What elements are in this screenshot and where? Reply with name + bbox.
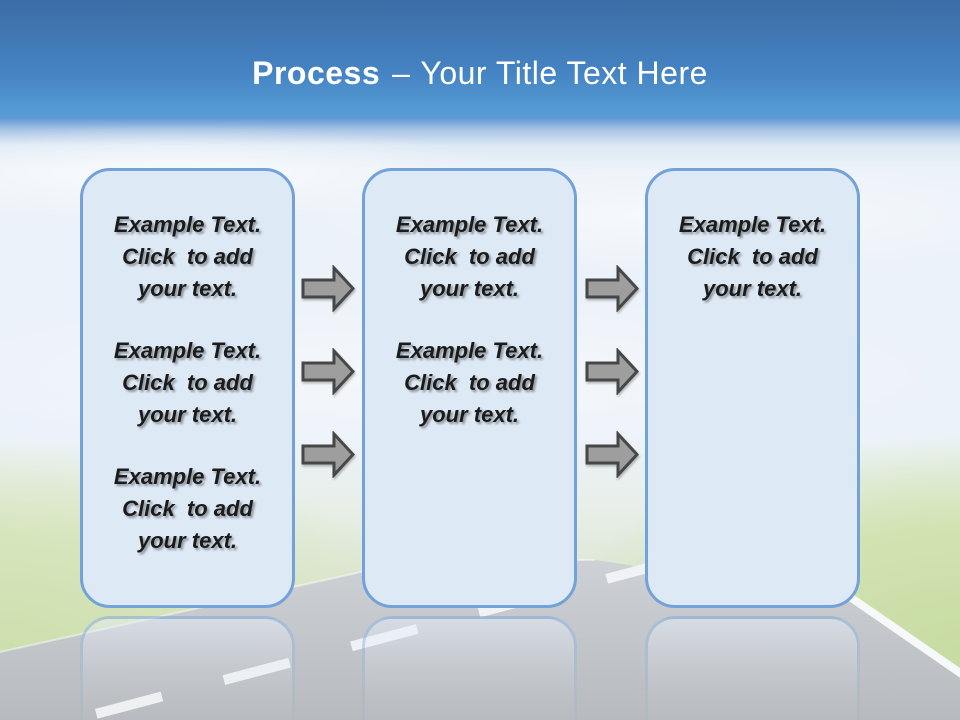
placeholder-line: your text. — [137, 528, 238, 553]
placeholder-line: Example Text. — [113, 464, 262, 489]
placeholder-line: Example Text. — [678, 212, 827, 237]
right-arrow-icon — [301, 431, 355, 478]
right-arrow-icon — [301, 265, 355, 312]
placeholder-line: your text. — [419, 402, 520, 427]
placeholder-line: Click to add — [687, 244, 818, 269]
placeholder-line: your text. — [137, 276, 238, 301]
text-placeholder[interactable]: Example Text. Click to add your text. — [91, 209, 284, 305]
text-placeholder[interactable]: Example Text. Click to add your text. — [91, 461, 284, 557]
right-arrow-icon — [585, 265, 639, 312]
text-placeholder[interactable]: Example Text. Click to add your text. — [373, 335, 566, 431]
placeholder-line: Example Text. — [113, 212, 262, 237]
placeholder-line: Click to add — [404, 370, 535, 395]
process-box-step-2[interactable]: Example Text. Click to add your text. Ex… — [362, 168, 577, 608]
road-right-edge-line — [847, 593, 960, 678]
box-reflection — [362, 616, 577, 720]
placeholder-line: Click to add — [122, 370, 253, 395]
right-arrow-icon — [585, 431, 639, 478]
placeholder-line: Click to add — [122, 496, 253, 521]
right-arrow-icon — [585, 348, 639, 395]
placeholder-line: Click to add — [122, 244, 253, 269]
text-placeholder[interactable]: Example Text. Click to add your text. — [91, 335, 284, 431]
placeholder-line: your text. — [137, 402, 238, 427]
text-placeholder[interactable]: Example Text. Click to add your text. — [656, 209, 849, 305]
placeholder-line: Example Text. — [395, 338, 544, 363]
placeholder-line: Click to add — [404, 244, 535, 269]
process-box-step-3[interactable]: Example Text. Click to add your text. — [645, 168, 860, 608]
placeholder-line: your text. — [419, 276, 520, 301]
placeholder-line: your text. — [702, 276, 803, 301]
placeholder-line: Example Text. — [395, 212, 544, 237]
right-arrow-icon — [301, 348, 355, 395]
text-placeholder[interactable]: Example Text. Click to add your text. — [373, 209, 566, 305]
slide-title: Process–Your Title Text Here — [0, 54, 960, 92]
slide-title-separator: – — [392, 55, 411, 91]
box-reflection — [80, 616, 295, 720]
process-box-step-1[interactable]: Example Text. Click to add your text. Ex… — [80, 168, 295, 608]
placeholder-line: Example Text. — [113, 338, 262, 363]
slide-title-text: Your Title Text Here — [420, 55, 708, 91]
slide-title-keyword: Process — [252, 55, 381, 91]
box-reflection — [645, 616, 860, 720]
